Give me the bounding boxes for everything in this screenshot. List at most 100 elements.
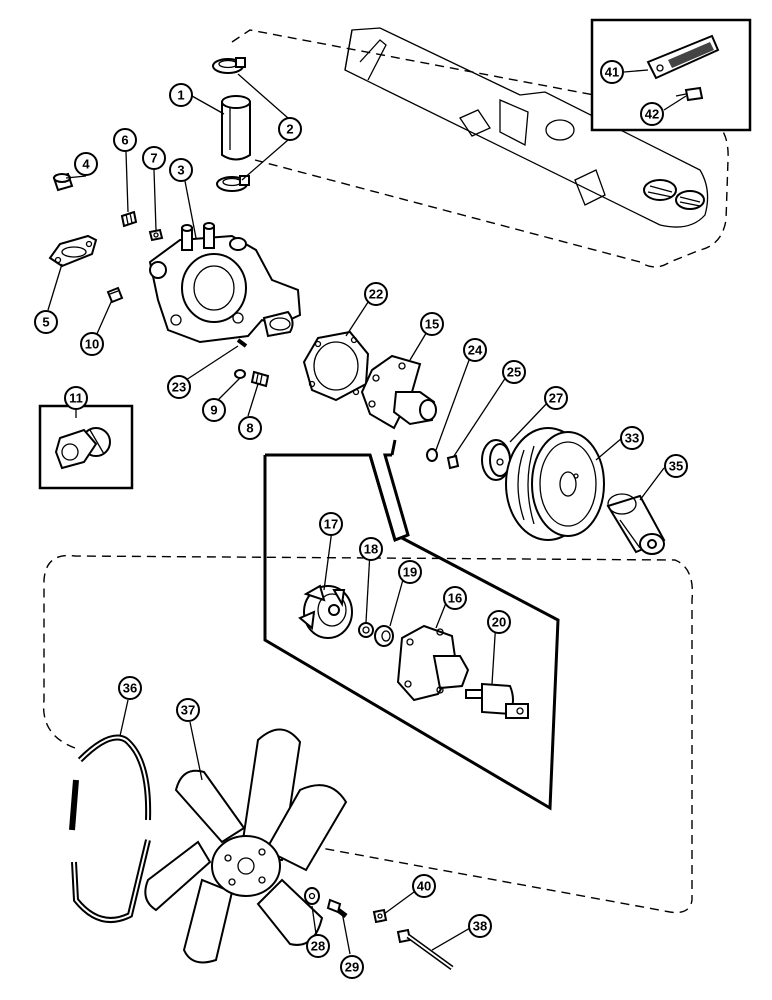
callout-29-label: 29 xyxy=(345,960,359,975)
callout-24: 24 xyxy=(463,338,487,362)
callout-41-label: 41 xyxy=(605,65,619,80)
callout-3: 3 xyxy=(169,158,193,182)
hose-clamp-upper xyxy=(212,57,246,74)
callout-33: 33 xyxy=(620,426,644,450)
callout-29: 29 xyxy=(340,955,364,979)
long-bolt xyxy=(396,928,454,971)
callout-15: 15 xyxy=(420,312,444,336)
callout-5: 5 xyxy=(34,310,58,334)
callout-17: 17 xyxy=(319,512,343,536)
hose xyxy=(221,95,251,161)
callout-40: 40 xyxy=(412,874,436,898)
fan-belt xyxy=(69,734,152,923)
callout-16: 16 xyxy=(443,586,467,610)
callout-33-label: 33 xyxy=(625,431,639,446)
callout-35: 35 xyxy=(664,454,688,478)
water-manifold xyxy=(344,27,709,228)
callout-25: 25 xyxy=(502,360,526,384)
water-pump-assembly xyxy=(360,354,437,430)
callout-4: 4 xyxy=(74,152,98,176)
callout-8-label: 8 xyxy=(246,421,253,436)
cooling-fan xyxy=(144,728,348,964)
callout-16-label: 16 xyxy=(448,591,462,606)
fitting-10 xyxy=(106,286,124,304)
gasket xyxy=(48,234,98,268)
water-pump-housing xyxy=(148,222,302,344)
callout-35-label: 35 xyxy=(669,459,683,474)
callout-9-label: 9 xyxy=(210,403,217,418)
callout-18-label: 18 xyxy=(364,542,378,557)
pump-gasket xyxy=(302,330,370,402)
impeller xyxy=(298,584,353,639)
callout-37: 37 xyxy=(176,698,200,722)
callout-1: 1 xyxy=(169,83,193,107)
callout-36-label: 36 xyxy=(123,681,137,696)
callout-27: 27 xyxy=(544,386,568,410)
washer-24 xyxy=(426,448,438,462)
callout-19: 19 xyxy=(398,560,422,584)
shaft-bearing xyxy=(465,682,529,719)
callout-24-label: 24 xyxy=(468,343,483,358)
callout-20: 20 xyxy=(487,610,511,634)
callout-2: 2 xyxy=(278,117,302,141)
seal-19 xyxy=(374,625,394,647)
callout-38: 38 xyxy=(468,914,492,938)
hose-clamp-lower xyxy=(216,175,250,192)
bracket-strip xyxy=(646,34,720,80)
callout-22: 22 xyxy=(364,282,388,306)
callout-23: 23 xyxy=(167,375,191,399)
bolt-8 xyxy=(250,370,270,388)
callout-22-label: 22 xyxy=(369,287,383,302)
fan-spacer xyxy=(606,493,666,555)
callout-37-label: 37 xyxy=(181,703,195,718)
callout-36: 36 xyxy=(118,676,142,700)
callout-28-label: 28 xyxy=(311,939,325,954)
callout-9: 9 xyxy=(202,398,226,422)
callout-7-label: 7 xyxy=(150,151,157,166)
callout-11-label: 11 xyxy=(69,391,83,406)
pump-breakdown-box xyxy=(263,439,560,811)
callout-3-label: 3 xyxy=(177,163,184,178)
callout-18: 18 xyxy=(359,537,383,561)
callout-23-label: 23 xyxy=(172,380,186,395)
leader-lines xyxy=(47,69,687,955)
stud-6 xyxy=(120,210,138,228)
nut-40 xyxy=(372,908,388,924)
callout-8: 8 xyxy=(238,416,262,440)
callout-42-label: 42 xyxy=(645,107,659,122)
callout-19-label: 19 xyxy=(403,565,417,580)
fan-pulley xyxy=(505,427,605,541)
nut-7 xyxy=(148,228,164,242)
washer-9 xyxy=(234,369,246,379)
nut-25 xyxy=(446,454,460,470)
callout-27-label: 27 xyxy=(549,391,563,406)
callout-15-label: 15 xyxy=(425,317,439,332)
callout-28: 28 xyxy=(306,934,330,958)
callout-17-label: 17 xyxy=(324,517,338,532)
callout-7: 7 xyxy=(142,146,166,170)
callout-10: 10 xyxy=(80,332,104,356)
callout-42: 42 xyxy=(640,102,664,126)
callout-6: 6 xyxy=(113,128,137,152)
callout-10-label: 10 xyxy=(85,337,99,352)
callout-40-label: 40 xyxy=(417,879,431,894)
stud-23 xyxy=(236,338,248,348)
callout-38-label: 38 xyxy=(473,919,487,934)
adapter-inset-box xyxy=(38,404,134,490)
callout-11: 11 xyxy=(64,386,88,410)
bolt-29 xyxy=(326,898,348,918)
callout-41: 41 xyxy=(600,60,624,84)
washer-28 xyxy=(304,887,320,905)
callout-1-label: 1 xyxy=(177,88,184,103)
seal-18 xyxy=(358,622,374,638)
pump-body xyxy=(396,624,470,702)
callout-20-label: 20 xyxy=(492,615,506,630)
bracket-bolt xyxy=(675,86,704,102)
plug xyxy=(52,172,74,192)
adapter-fitting xyxy=(54,427,111,470)
callout-2-label: 2 xyxy=(286,122,293,137)
callout-25-label: 25 xyxy=(507,365,521,380)
callout-4-label: 4 xyxy=(82,157,90,172)
callout-5-label: 5 xyxy=(42,315,49,330)
